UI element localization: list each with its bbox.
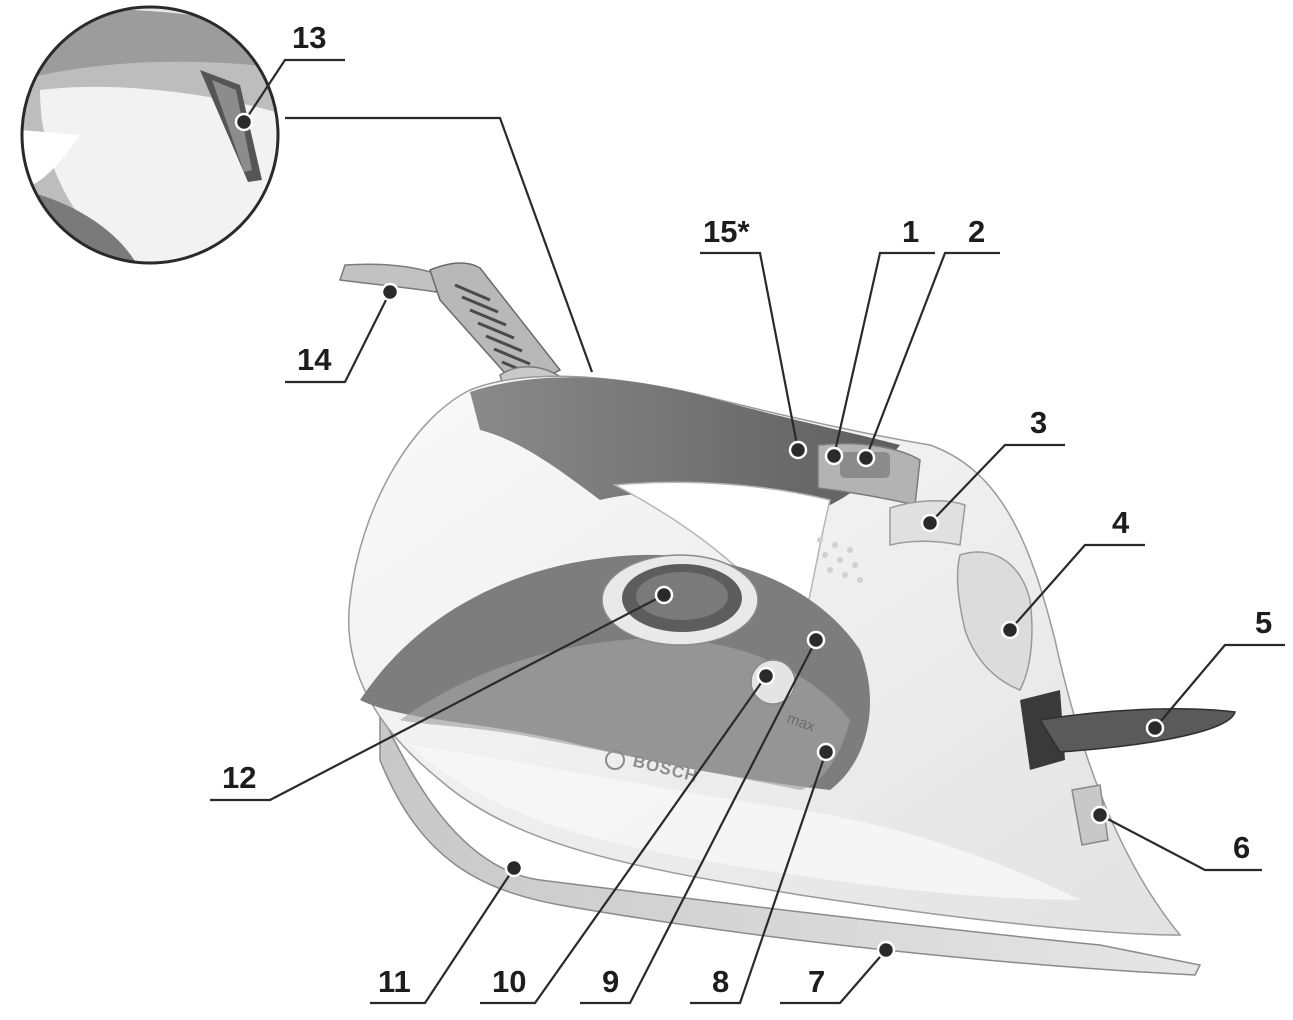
dot-14 [380, 282, 400, 302]
leader-13 [243, 58, 345, 123]
leader-lines [210, 58, 1285, 1005]
dot-12 [654, 585, 674, 605]
leader-4 [1009, 543, 1145, 631]
dot-1 [824, 446, 844, 466]
leader-3 [929, 443, 1065, 524]
leader-5 [1154, 643, 1285, 729]
dot-4 [1000, 620, 1020, 640]
power-cord [338, 262, 566, 396]
dot-10 [756, 666, 776, 686]
dot-2 [856, 448, 876, 468]
dot-15 [788, 440, 808, 460]
callout-5: 5 [1255, 605, 1272, 640]
dot-8 [816, 742, 836, 762]
callout-11: 11 [378, 964, 411, 999]
callout-1: 1 [902, 214, 919, 249]
callout-7: 7 [808, 964, 825, 999]
detail-inset [20, 5, 280, 265]
leader-15 [700, 251, 800, 451]
bosch-logo-icon [605, 750, 625, 770]
dot-5 [1145, 718, 1165, 738]
callout-15: 15* [703, 214, 750, 249]
callout-9: 9 [602, 964, 619, 999]
leader-14 [285, 291, 391, 384]
callout-10: 10 [492, 964, 526, 999]
leader-9 [580, 639, 817, 1005]
dot-13 [234, 112, 254, 132]
leader-12 [210, 594, 665, 802]
leader-1 [832, 251, 935, 457]
leader-10 [480, 675, 767, 1005]
dot-11 [504, 858, 524, 878]
dot-3 [920, 513, 940, 533]
leader-8 [690, 751, 828, 1005]
callout-3: 3 [1030, 405, 1047, 440]
callout-12: 12 [222, 760, 256, 795]
callout-2: 2 [968, 214, 985, 249]
callout-6: 6 [1233, 830, 1250, 865]
leader-inset [285, 116, 594, 373]
leader-11 [370, 867, 515, 1005]
leader-2 [864, 251, 1000, 459]
leader-6 [1099, 814, 1262, 872]
leader-7 [780, 949, 887, 1005]
callout-labels: 13 14 15* 1 2 3 4 5 6 7 8 9 10 11 12 [222, 20, 1272, 999]
callout-13: 13 [292, 20, 326, 55]
callout-14: 14 [297, 342, 332, 377]
callout-dots [234, 112, 1165, 960]
dot-9 [806, 630, 826, 650]
callout-4: 4 [1112, 505, 1130, 540]
callout-8: 8 [712, 964, 729, 999]
dot-6 [1090, 805, 1110, 825]
iron-body [348, 375, 1236, 976]
dot-7 [876, 940, 896, 960]
